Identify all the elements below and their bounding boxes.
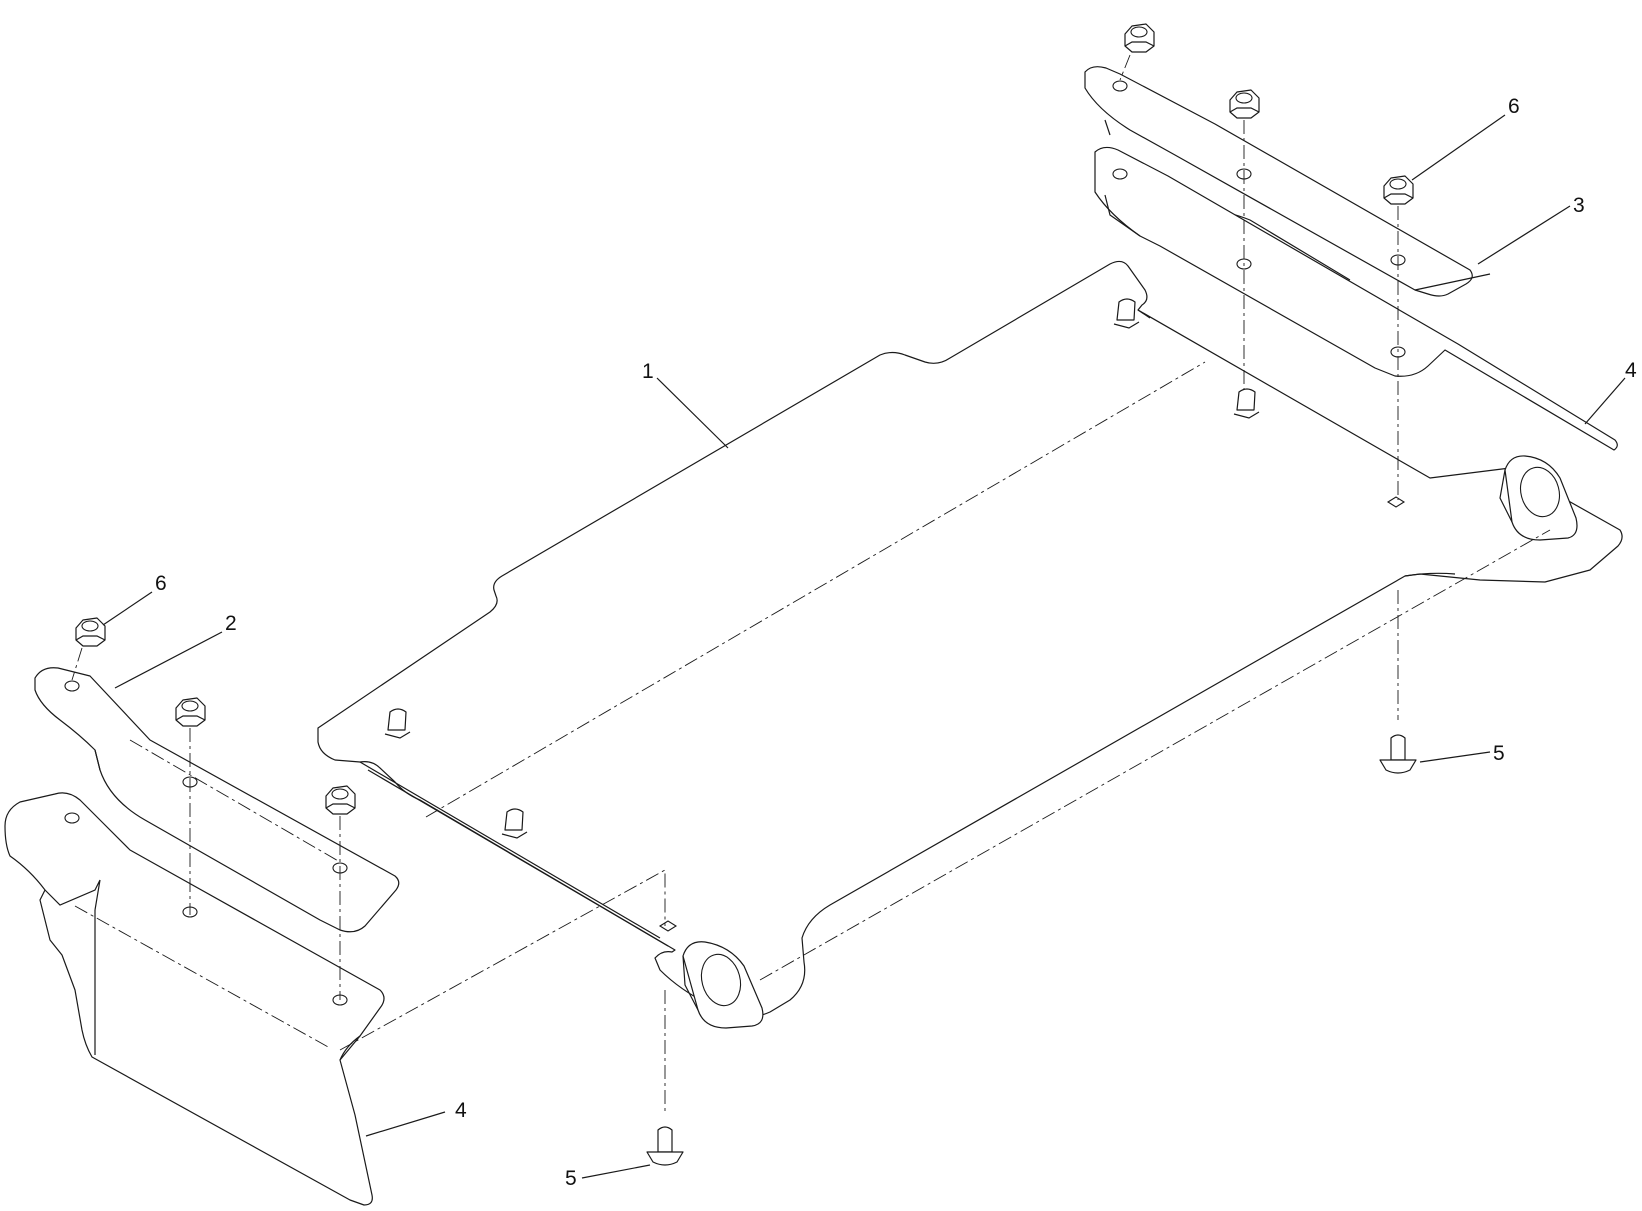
leader-right-bolt <box>1419 751 1491 763</box>
main-plate <box>317 260 1623 1029</box>
callout-right-bolt: 5 <box>1493 742 1505 765</box>
callout-main-plate: 1 <box>642 360 654 383</box>
nut-left-1 <box>75 617 106 647</box>
hidden-line-left-shield-2 <box>74 905 331 1049</box>
callout-right-shield: 4 <box>1625 359 1637 382</box>
hidden-line-left-shield <box>339 869 666 1051</box>
callout-left-nut: 6 <box>155 572 167 595</box>
callout-left-bolt: 5 <box>565 1167 577 1190</box>
right-top-nuts <box>1119 23 1414 500</box>
right-bolt <box>1379 590 1417 774</box>
right-shield <box>1094 119 1618 451</box>
left-bracket <box>34 667 400 933</box>
leader-left-shield <box>365 1111 446 1137</box>
left-bolt <box>646 990 684 1166</box>
leader-right-bracket <box>1477 205 1571 265</box>
leader-left-bracket <box>114 631 223 689</box>
leader-right-shield <box>1584 377 1626 425</box>
leader-left-nut <box>102 591 153 626</box>
leader-left-bolt <box>581 1164 651 1179</box>
callout-left-bracket: 2 <box>225 612 237 635</box>
nut-left-2 <box>175 697 206 727</box>
hidden-line-left-bracket <box>129 739 341 863</box>
callout-left-shield: 4 <box>455 1099 467 1122</box>
leader-right-nut <box>1411 114 1506 181</box>
nut-right-3 <box>1383 175 1414 205</box>
callout-right-nut: 6 <box>1508 95 1520 118</box>
nut-right-2 <box>1229 89 1260 119</box>
nut-left-3 <box>325 785 356 815</box>
left-shield <box>4 792 385 1206</box>
left-top-nuts <box>71 617 356 1000</box>
callout-right-bracket: 3 <box>1573 194 1585 217</box>
leader-main-plate <box>656 377 729 449</box>
nut-right-1 <box>1124 23 1155 53</box>
